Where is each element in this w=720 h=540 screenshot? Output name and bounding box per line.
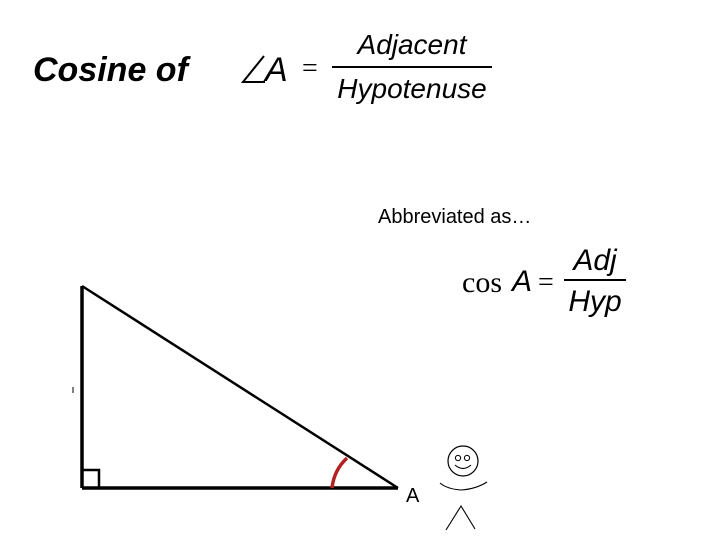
title-formula: Cosine of A = Adjacent Hypotenuse [0,0,720,130]
title-numerator: Adjacent [357,29,467,60]
title-equals: = [302,53,318,84]
cos-angle-letter: A [512,265,533,298]
title-label: Cosine of [33,51,188,89]
abbreviation-denominator: Hyp [568,285,622,318]
stick-figure-right-eye [463,454,471,462]
angle-symbol-icon [240,55,265,83]
title-fraction-bar [332,66,492,68]
stick-figure-icon [439,445,488,531]
abbreviation-fraction-bar [564,279,626,281]
stick-figure-legs [445,504,476,531]
abbreviation-numerator: Adj [573,244,617,277]
abbreviation-caption: Abbreviated as… [378,206,532,228]
stick-figure-left-eye [454,454,462,462]
vertex-a-label: A [406,485,420,507]
stick-figure-head [447,445,479,477]
cos-equals: = [538,267,554,298]
angle-a-arc [330,456,349,489]
right-angle-marker [82,468,101,488]
stick-figure-smile [454,464,472,470]
triangle-hypotenuse [81,284,399,490]
title-fraction: Adjacent Hypotenuse [328,28,496,106]
stick-figure-arms [439,481,488,491]
cos-function: cos [462,266,502,299]
title-denominator: Hypotenuse [337,73,487,104]
abbreviation-fraction: Adj Hyp [562,243,628,320]
title-angle-letter: A [265,51,288,89]
